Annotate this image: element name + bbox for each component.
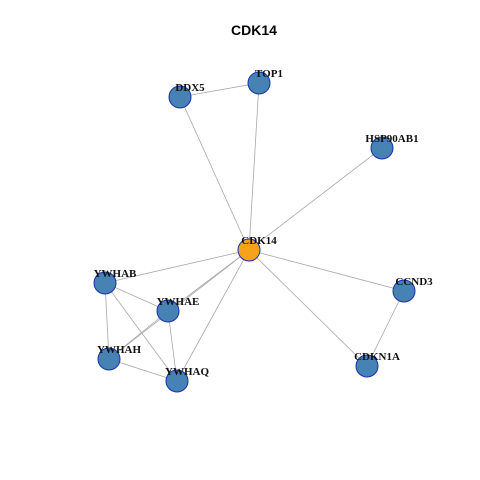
edge-ywhab-ywhaq: [104, 282, 178, 382]
edge-cdk14-ccnd3: [248, 249, 405, 292]
node-label: CDK14: [241, 235, 277, 247]
node-ywhaq: YWHAQ: [165, 366, 209, 393]
edge-cdk14-top1: [248, 82, 260, 251]
node-circle: [97, 347, 121, 371]
edge-cdk14-cdkn1a: [248, 249, 368, 367]
node-label: YWHAB: [94, 268, 137, 280]
node-label: DDX5: [175, 82, 205, 94]
node-circle: [370, 136, 394, 160]
node-ddx5: DDX5: [168, 82, 205, 109]
node-circle: [93, 271, 117, 295]
node-circle: [355, 354, 379, 378]
node-circle: [168, 85, 192, 109]
edge-cdk14-ywhab: [104, 249, 250, 284]
edge-ywhae-ywhaq: [167, 310, 178, 382]
edge-cdk14-hsp90ab1: [248, 147, 383, 251]
node-label: YWHAH: [97, 344, 141, 356]
edge-cdk14-ywhah: [108, 249, 250, 360]
node-label: CCND3: [395, 276, 433, 288]
node-ywhab: YWHAB: [93, 268, 137, 295]
node-cdk14: CDK14: [237, 235, 277, 262]
node-label: YWHAQ: [165, 366, 209, 378]
node-hsp90ab1: HSP90AB1: [365, 133, 419, 160]
node-cdkn1a: CDKN1A: [354, 351, 400, 378]
node-circle: [392, 279, 416, 303]
node-circle: [247, 71, 271, 95]
edge-ccnd3-cdkn1a: [366, 290, 405, 367]
edge-ywhah-ywhaq: [108, 358, 178, 382]
node-label: CDKN1A: [354, 351, 400, 363]
diagram-title: CDK14: [231, 22, 277, 38]
node-ywhae: YWHAE: [156, 296, 200, 323]
node-top1: TOP1: [247, 68, 283, 95]
node-label: HSP90AB1: [365, 133, 418, 145]
node-circle: [237, 238, 261, 262]
edge-ywhae-ywhah: [108, 310, 169, 360]
node-circle: [156, 299, 180, 323]
edge-cdk14-ddx5: [179, 96, 250, 251]
edge-ddx5-top1: [179, 82, 260, 98]
edge-cdk14-ywhaq: [176, 249, 250, 382]
node-circle: [165, 369, 189, 393]
node-ywhah: YWHAH: [97, 344, 141, 371]
edge-layer: [104, 82, 405, 382]
edge-ywhab-ywhah: [104, 282, 110, 360]
node-ccnd3: CCND3: [392, 276, 433, 303]
node-label: TOP1: [255, 68, 283, 80]
node-label: YWHAE: [157, 296, 200, 308]
